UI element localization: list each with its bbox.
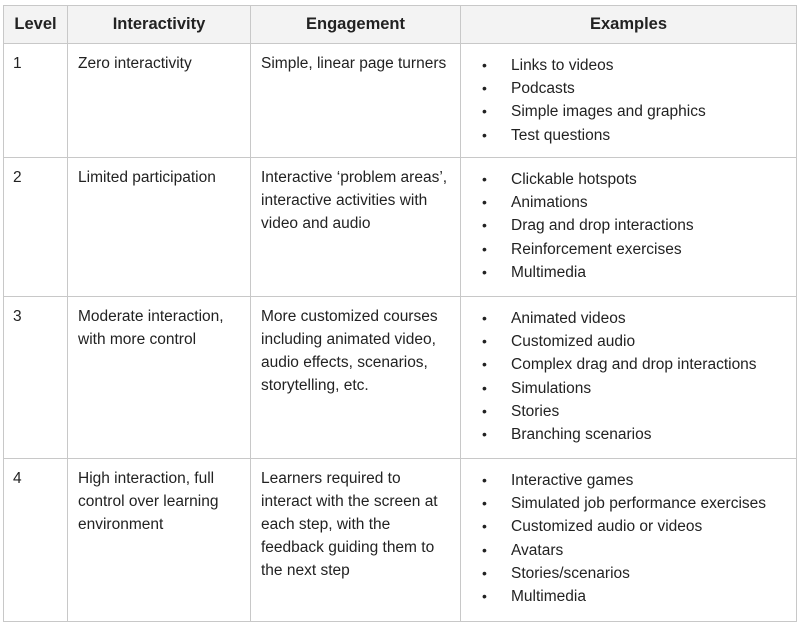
example-text: Drag and drop interactions: [511, 217, 694, 235]
bullet-icon: •: [482, 263, 487, 280]
list-item: • Animated videos: [482, 307, 787, 330]
list-item: • Complex drag and drop interactions: [482, 353, 787, 376]
example-text: Customized audio: [511, 333, 636, 351]
example-text: Animated videos: [511, 310, 626, 327]
bullet-icon: •: [482, 333, 487, 350]
list-item: • Podcasts: [482, 77, 787, 100]
list-item: • Multimedia: [482, 585, 787, 608]
header-interactivity: Interactivity: [67, 5, 251, 44]
list-item: • Clickable hotspots: [482, 168, 787, 191]
example-text: Podcasts: [511, 80, 575, 98]
bullet-icon: •: [482, 564, 487, 581]
example-text: Stories/scenarios: [511, 564, 630, 582]
example-text: Stories: [511, 402, 560, 420]
examples-cell: • Animated videos • Customized audio • Comp…: [460, 296, 797, 459]
list-item: • Avatars: [482, 539, 787, 562]
bullet-icon: •: [482, 126, 487, 143]
engagement-cell: More customized courses including animat…: [250, 296, 461, 459]
examples-list: • Interactive games • Simulated job perfor…: [471, 469, 787, 608]
example-text: Complex drag and drop interactions: [511, 356, 757, 374]
interactivity-cell: Zero interactivity: [67, 43, 251, 158]
example-text: Test questions: [511, 126, 611, 144]
example-text: Multimedia: [511, 263, 586, 281]
bullet-icon: •: [482, 356, 487, 373]
example-text: Branching scenarios: [511, 426, 652, 444]
interactivity-cell: High interaction, full control over lear…: [67, 458, 251, 622]
examples-list: • Links to videos • Podcasts • Simple image…: [471, 54, 787, 147]
examples-list: • Clickable hotspots • Animations • Drag an…: [471, 168, 787, 284]
header-row: Level Interactivity Engagement Examples: [3, 5, 797, 44]
list-item: • Simulated job performance exercises: [482, 492, 787, 515]
engagement-cell: Learners required to interact with the s…: [250, 458, 461, 622]
bullet-icon: •: [482, 194, 487, 211]
bullet-icon: •: [482, 310, 487, 326]
bullet-icon: •: [482, 495, 487, 512]
list-item: • Reinforcement exercises: [482, 238, 787, 261]
bullet-icon: •: [482, 472, 487, 488]
header-examples: Examples: [460, 5, 797, 44]
list-item: • Test questions: [482, 124, 787, 147]
bullet-icon: •: [482, 80, 487, 97]
example-text: Animations: [511, 194, 588, 212]
bullet-icon: •: [482, 541, 487, 558]
examples-cell: • Clickable hotspots • Animations • Drag an…: [460, 157, 797, 297]
example-text: Reinforcement exercises: [511, 240, 682, 258]
interactivity-cell: Moderate interaction, with more control: [67, 296, 251, 459]
example-text: Clickable hotspots: [511, 171, 637, 188]
bullet-icon: •: [482, 57, 487, 73]
header-engagement: Engagement: [250, 5, 461, 44]
list-item: • Simple images and graphics: [482, 100, 787, 123]
level-cell: 1: [3, 43, 68, 158]
level-cell: 2: [3, 157, 68, 297]
engagement-cell: Simple, linear page turners: [250, 43, 461, 158]
list-item: • Branching scenarios: [482, 423, 787, 446]
examples-cell: • Interactive games • Simulated job perfor…: [460, 458, 797, 622]
bullet-icon: •: [482, 217, 487, 234]
list-item: • Customized audio: [482, 330, 787, 353]
example-text: Interactive games: [511, 472, 634, 489]
table-row: 4 High interaction, full control over le…: [3, 458, 797, 622]
level-cell: 4: [3, 458, 68, 622]
list-item: • Stories: [482, 400, 787, 423]
table-row: 1 Zero interactivity Simple, linear page…: [3, 43, 797, 158]
example-text: Simple images and graphics: [511, 103, 706, 121]
list-item: • Customized audio or videos: [482, 515, 787, 538]
example-text: Simulated job performance exercises: [511, 495, 767, 513]
list-item: • Links to videos: [482, 54, 787, 77]
bullet-icon: •: [482, 588, 487, 605]
table-row: 3 Moderate interaction, with more contro…: [3, 296, 797, 459]
example-text: Multimedia: [511, 588, 586, 606]
level-cell: 3: [3, 296, 68, 459]
example-text: Customized audio or videos: [511, 518, 703, 536]
example-text: Simulations: [511, 379, 592, 397]
examples-list: • Animated videos • Customized audio • Comp…: [471, 307, 787, 446]
bullet-icon: •: [482, 518, 487, 535]
interactivity-levels-table: Level Interactivity Engagement Examples …: [3, 5, 797, 622]
list-item: • Drag and drop interactions: [482, 214, 787, 237]
example-text: Avatars: [511, 541, 564, 559]
bullet-icon: •: [482, 240, 487, 257]
bullet-icon: •: [482, 402, 487, 419]
list-item: • Multimedia: [482, 261, 787, 284]
bullet-icon: •: [482, 379, 487, 396]
table-row: 2 Limited participation Interactive ‘pro…: [3, 157, 797, 297]
examples-cell: • Links to videos • Podcasts • Simple image…: [460, 43, 797, 158]
engagement-cell: Interactive ‘problem areas’, interactive…: [250, 157, 461, 297]
interactivity-cell: Limited participation: [67, 157, 251, 297]
bullet-icon: •: [482, 103, 487, 120]
list-item: • Stories/scenarios: [482, 562, 787, 585]
list-item: • Interactive games: [482, 469, 787, 492]
header-level: Level: [3, 5, 68, 44]
bullet-icon: •: [482, 426, 487, 443]
example-text: Links to videos: [511, 57, 614, 74]
list-item: • Simulations: [482, 377, 787, 400]
bullet-icon: •: [482, 171, 487, 187]
list-item: • Animations: [482, 191, 787, 214]
